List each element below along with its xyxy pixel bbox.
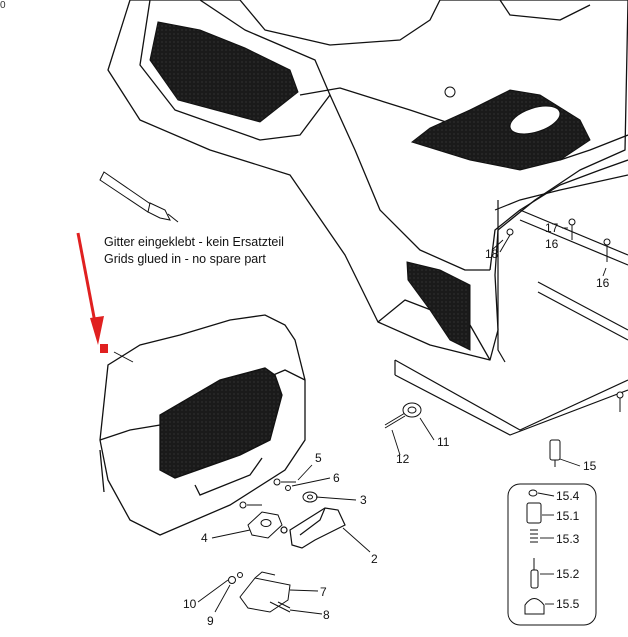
label-15-2: 15.2 [556, 567, 580, 581]
label-16-b: 16 [596, 276, 610, 290]
label-15-1: 15.1 [556, 509, 580, 523]
label-8: 8 [323, 608, 330, 622]
label-12: 12 [396, 452, 410, 466]
label-10: 10 [183, 597, 197, 611]
label-5: 5 [315, 451, 322, 465]
note-english: Grids glued in - no spare part [104, 252, 266, 266]
chassis-frame [394, 174, 628, 436]
door-handle [280, 507, 346, 549]
glue-tube-icon [99, 171, 179, 223]
label-16-a: 16 [545, 237, 559, 251]
label-15-3: 15.3 [556, 532, 580, 546]
bolt-and-bushing [384, 402, 422, 429]
red-indicator-arrow [76, 232, 108, 353]
leader-lines [113, 227, 607, 615]
part-number-labels: 2 3 4 5 6 7 8 9 10 11 12 15 15.4 15.1 15… [183, 221, 610, 628]
label-3: 3 [360, 493, 367, 507]
label-2: 2 [371, 552, 378, 566]
part-15-assembly [507, 439, 597, 626]
corner-mark: 0 [0, 0, 6, 11]
label-4: 4 [201, 531, 208, 545]
front-grill-panel [99, 314, 306, 536]
frame-fasteners [499, 218, 624, 412]
label-15-4: 15.4 [556, 489, 580, 503]
red-marker [100, 344, 108, 353]
label-6: 6 [333, 471, 340, 485]
label-17: 17 [545, 221, 559, 235]
label-18: 18 [485, 247, 499, 261]
label-11: 11 [437, 435, 450, 449]
label-15: 15 [583, 459, 597, 473]
hood-grills [149, 21, 591, 351]
label-7: 7 [320, 585, 327, 599]
note-german: Gitter eingeklebt - kein Ersatzteil [104, 235, 284, 249]
small-hardware [239, 478, 318, 539]
latch-assembly [228, 571, 291, 613]
label-9: 9 [207, 614, 214, 628]
label-15-5: 15.5 [556, 597, 580, 611]
